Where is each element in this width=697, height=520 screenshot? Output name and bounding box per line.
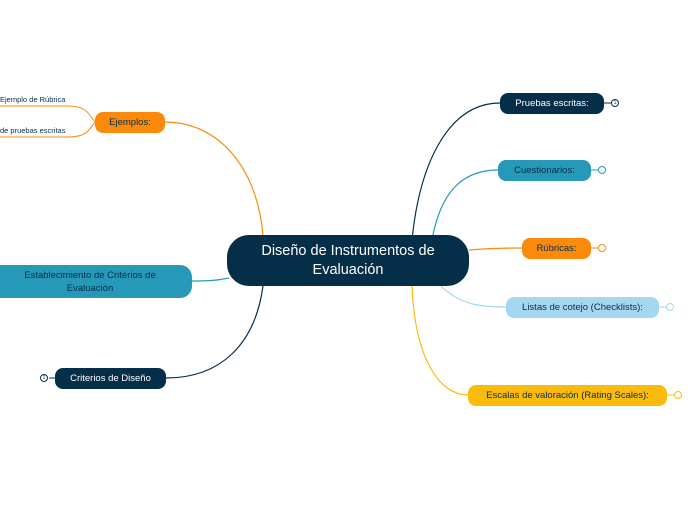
connector-ejemplos — [164, 121, 264, 237]
topic-criterios-de-diseno[interactable]: Criterios de Diseño — [55, 368, 166, 389]
connector-ejemplo-rubrica — [0, 105, 96, 123]
subtopic-ejemplo-rubrica[interactable]: Ejemplo de Rúbrica — [0, 95, 66, 104]
topic-rubricas[interactable]: Rúbricas: — [522, 238, 591, 259]
connector-cuestionarios — [431, 169, 499, 241]
topic-listas-de-cotejo[interactable]: Listas de cotejo (Checklists): — [506, 297, 659, 318]
connector-criterios — [165, 285, 264, 379]
topic-pruebas-escritas[interactable]: Pruebas escritas: — [500, 93, 604, 114]
connector-pruebas-escritas — [0, 121, 96, 138]
topic-cuestionarios[interactable]: Cuestionarios: — [498, 160, 591, 181]
collapse-badge-listas[interactable] — [666, 303, 674, 311]
topic-ejemplos[interactable]: Ejemplos: — [95, 112, 165, 133]
subtopic-pruebas-escritas[interactable]: de pruebas escritas — [0, 126, 66, 135]
collapse-badge-rubricas[interactable] — [598, 244, 606, 252]
connector-listas — [439, 284, 507, 308]
collapse-badge-escalas[interactable] — [674, 391, 682, 399]
collapse-badge-criterios[interactable]: 1 — [40, 374, 48, 382]
collapse-badge-cuestionarios[interactable] — [598, 166, 606, 174]
connector-escalas — [411, 285, 469, 396]
connector-pruebas — [411, 102, 501, 241]
connector-rubricas — [468, 247, 523, 251]
central-topic[interactable]: Diseño de Instrumentos de Evaluación — [227, 235, 469, 286]
topic-establecimiento-criterios[interactable]: Establecimiento de Criterios de Evaluaci… — [0, 265, 192, 298]
connector-establecimiento — [190, 277, 230, 282]
topic-escalas-de-valoracion[interactable]: Escalas de valoración (Rating Scales): — [468, 385, 667, 406]
collapse-badge-pruebas[interactable]: 1 — [611, 99, 619, 107]
